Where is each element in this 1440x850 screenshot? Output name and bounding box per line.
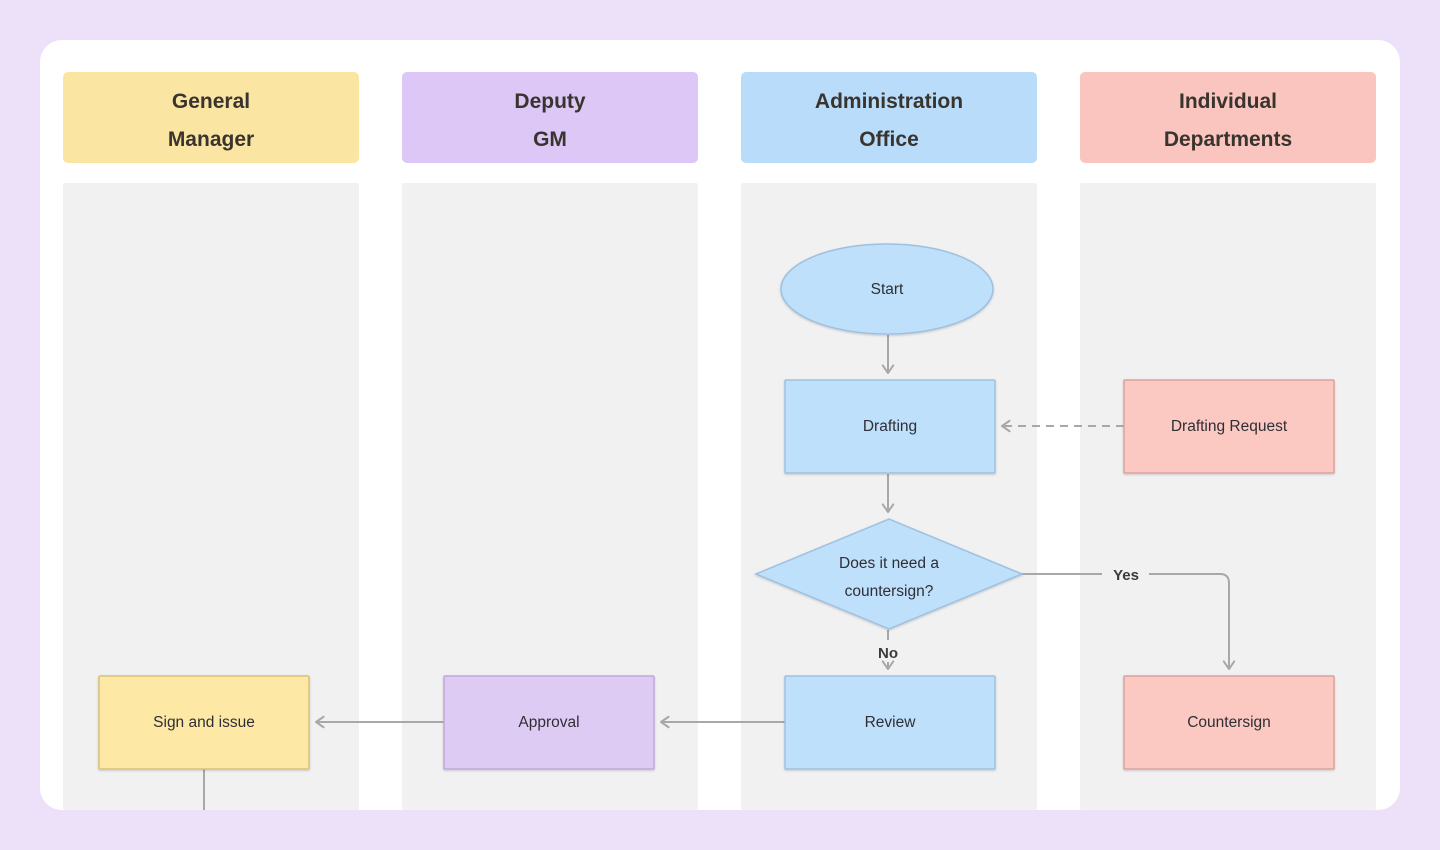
lane-header-individual-departments[interactable]: Individual Departments [1080,72,1376,163]
flowchart-canvas: General Manager Deputy GM Administration… [40,40,1400,810]
lane-title-individual-departments-line1: Individual [1179,90,1277,113]
node-countersign[interactable]: Countersign [1123,675,1335,770]
flowchart-svg: General Manager Deputy GM Administration… [63,72,1376,810]
node-approval[interactable]: Approval [443,675,655,770]
node-sign-and-issue-shape [98,675,310,770]
node-countersign-shape [1123,675,1335,770]
lane-header-individual-departments-box [1080,72,1376,163]
node-review[interactable]: Review [784,675,996,770]
node-review-shape [784,675,996,770]
node-drafting-request-shape [1123,379,1335,474]
node-start[interactable]: Start [780,243,994,335]
node-drafting-request[interactable]: Drafting Request [1123,379,1335,474]
edge-label-yes: Yes [1113,567,1139,584]
lane-header-deputy-gm[interactable]: Deputy GM [402,72,698,163]
edge-decision-yes-to-countersign [1149,573,1236,670]
node-approval-label: Approval [518,714,579,731]
node-drafting-shape [784,379,996,474]
node-countersign-label: Countersign [1187,714,1271,731]
node-review-label: Review [865,714,917,731]
lane-header-general-manager[interactable]: General Manager [63,72,359,163]
node-sign-and-issue[interactable]: Sign and issue [98,675,310,770]
lane-header-general-manager-box [63,72,359,163]
lane-header-administration-office-box [741,72,1037,163]
lane-title-administration-office-line2: Office [859,128,919,151]
lane-header-administration-office[interactable]: Administration Office [741,72,1037,163]
node-drafting[interactable]: Drafting [784,379,996,474]
lane-title-deputy-gm-line1: Deputy [514,90,585,113]
node-countersign-decision-label-line2: countersign? [845,583,934,600]
lane-body-general-manager [63,183,359,810]
lane-title-individual-departments-line2: Departments [1164,128,1292,151]
lane-title-general-manager-line1: General [172,90,250,113]
node-start-label: Start [871,281,904,298]
node-countersign-decision-label-line1: Does it need a [839,555,939,572]
node-drafting-request-label: Drafting Request [1171,418,1288,435]
node-approval-shape [443,675,655,770]
node-countersign-decision-shape [754,518,1024,630]
node-drafting-label: Drafting [863,418,917,435]
lane-title-general-manager-line2: Manager [168,128,254,151]
lane-body-deputy-gm [402,183,698,810]
lane-body-individual-departments [1080,183,1376,810]
node-countersign-decision[interactable]: Does it need a countersign? [754,518,1024,630]
edge-label-no: No [878,645,898,662]
lane-header-deputy-gm-box [402,72,698,163]
node-sign-and-issue-label: Sign and issue [153,714,255,731]
lane-title-administration-office-line1: Administration [815,90,963,113]
node-start-shape [780,243,994,335]
lane-title-deputy-gm-line2: GM [533,128,567,151]
